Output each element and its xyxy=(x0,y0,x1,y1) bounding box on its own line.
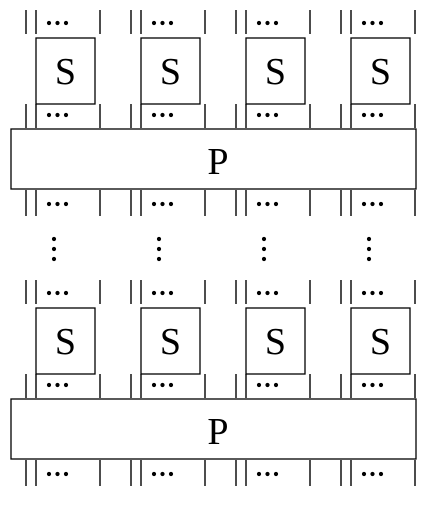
s-box-frame xyxy=(350,37,411,105)
p-box-label: P xyxy=(207,141,228,183)
ellipsis-dots xyxy=(151,471,174,477)
input-wires-col-4 xyxy=(340,10,416,34)
input-wires-col-1 xyxy=(25,280,101,304)
middle-wires-col-1 xyxy=(25,374,101,398)
p-box-frame xyxy=(10,128,417,190)
middle-wires-col-2 xyxy=(130,374,206,398)
middle-wires-col-1 xyxy=(25,104,101,128)
p-box: P xyxy=(10,128,417,190)
input-wires-col-4 xyxy=(340,280,416,304)
ellipsis-dots xyxy=(256,20,279,26)
ellipsis-dots xyxy=(361,20,384,26)
vertical-ellipsis-col-3 xyxy=(261,236,267,262)
s-box-label: S xyxy=(55,321,76,363)
s-box: S xyxy=(35,37,96,105)
input-wires-col-2 xyxy=(130,280,206,304)
ellipsis-dots xyxy=(256,290,279,296)
round-stage-2: S S S S P xyxy=(10,280,417,486)
p-box-frame xyxy=(10,398,417,460)
vertical-ellipsis-col-1 xyxy=(51,236,57,262)
ellipsis-dots xyxy=(256,112,279,118)
s-box: S xyxy=(245,37,306,105)
ellipsis-dots xyxy=(151,20,174,26)
input-wires-col-2 xyxy=(130,10,206,34)
s-box-frame xyxy=(35,37,96,105)
s-box: S xyxy=(350,37,411,105)
s-box-label: S xyxy=(55,51,76,93)
p-box: P xyxy=(10,398,417,460)
ellipsis-dots xyxy=(151,112,174,118)
ellipsis-dots xyxy=(151,382,174,388)
middle-wires-col-4 xyxy=(340,104,416,128)
vertical-ellipsis-col-4 xyxy=(366,236,372,262)
s-box: S xyxy=(350,307,411,375)
s-box-label: S xyxy=(160,321,181,363)
middle-wires-col-3 xyxy=(235,104,311,128)
p-box-label: P xyxy=(207,411,228,453)
middle-wires-col-3 xyxy=(235,374,311,398)
vertical-ellipsis-col-2 xyxy=(156,236,162,262)
s-box: S xyxy=(35,307,96,375)
s-box-frame xyxy=(245,307,306,375)
output-wires-col-2 xyxy=(130,190,206,216)
s-box-frame xyxy=(140,37,201,105)
ellipsis-dots xyxy=(46,290,69,296)
output-wires-col-1 xyxy=(25,460,101,486)
ellipsis-dots xyxy=(46,112,69,118)
round-stage-1: S S S S P xyxy=(10,10,417,216)
s-box-label: S xyxy=(370,321,391,363)
ellipsis-dots xyxy=(256,201,279,207)
input-wires-col-1 xyxy=(25,10,101,34)
ellipsis-dots xyxy=(151,290,174,296)
ellipsis-dots xyxy=(361,290,384,296)
output-wires-col-3 xyxy=(235,460,311,486)
s-box-label: S xyxy=(265,51,286,93)
input-wires-col-3 xyxy=(235,280,311,304)
ellipsis-dots xyxy=(361,201,384,207)
ellipsis-dots xyxy=(361,471,384,477)
s-box: S xyxy=(140,307,201,375)
s-box-frame xyxy=(35,307,96,375)
middle-wires-col-4 xyxy=(340,374,416,398)
ellipsis-dots xyxy=(46,471,69,477)
ellipsis-dots xyxy=(151,201,174,207)
ellipsis-dots xyxy=(361,382,384,388)
s-box-frame xyxy=(140,307,201,375)
ellipsis-dots xyxy=(46,382,69,388)
middle-wires-col-2 xyxy=(130,104,206,128)
ellipsis-dots xyxy=(46,201,69,207)
s-box: S xyxy=(245,307,306,375)
output-wires-col-3 xyxy=(235,190,311,216)
output-wires-col-2 xyxy=(130,460,206,486)
s-box-label: S xyxy=(265,321,286,363)
s-box: S xyxy=(140,37,201,105)
output-wires-col-4 xyxy=(340,190,416,216)
s-box-frame xyxy=(245,37,306,105)
ellipsis-dots xyxy=(256,382,279,388)
input-wires-col-3 xyxy=(235,10,311,34)
output-wires-col-4 xyxy=(340,460,416,486)
ellipsis-dots xyxy=(46,20,69,26)
output-wires-col-1 xyxy=(25,190,101,216)
s-box-frame xyxy=(350,307,411,375)
s-box-label: S xyxy=(370,51,391,93)
ellipsis-dots xyxy=(256,471,279,477)
ellipsis-dots xyxy=(361,112,384,118)
s-box-label: S xyxy=(160,51,181,93)
